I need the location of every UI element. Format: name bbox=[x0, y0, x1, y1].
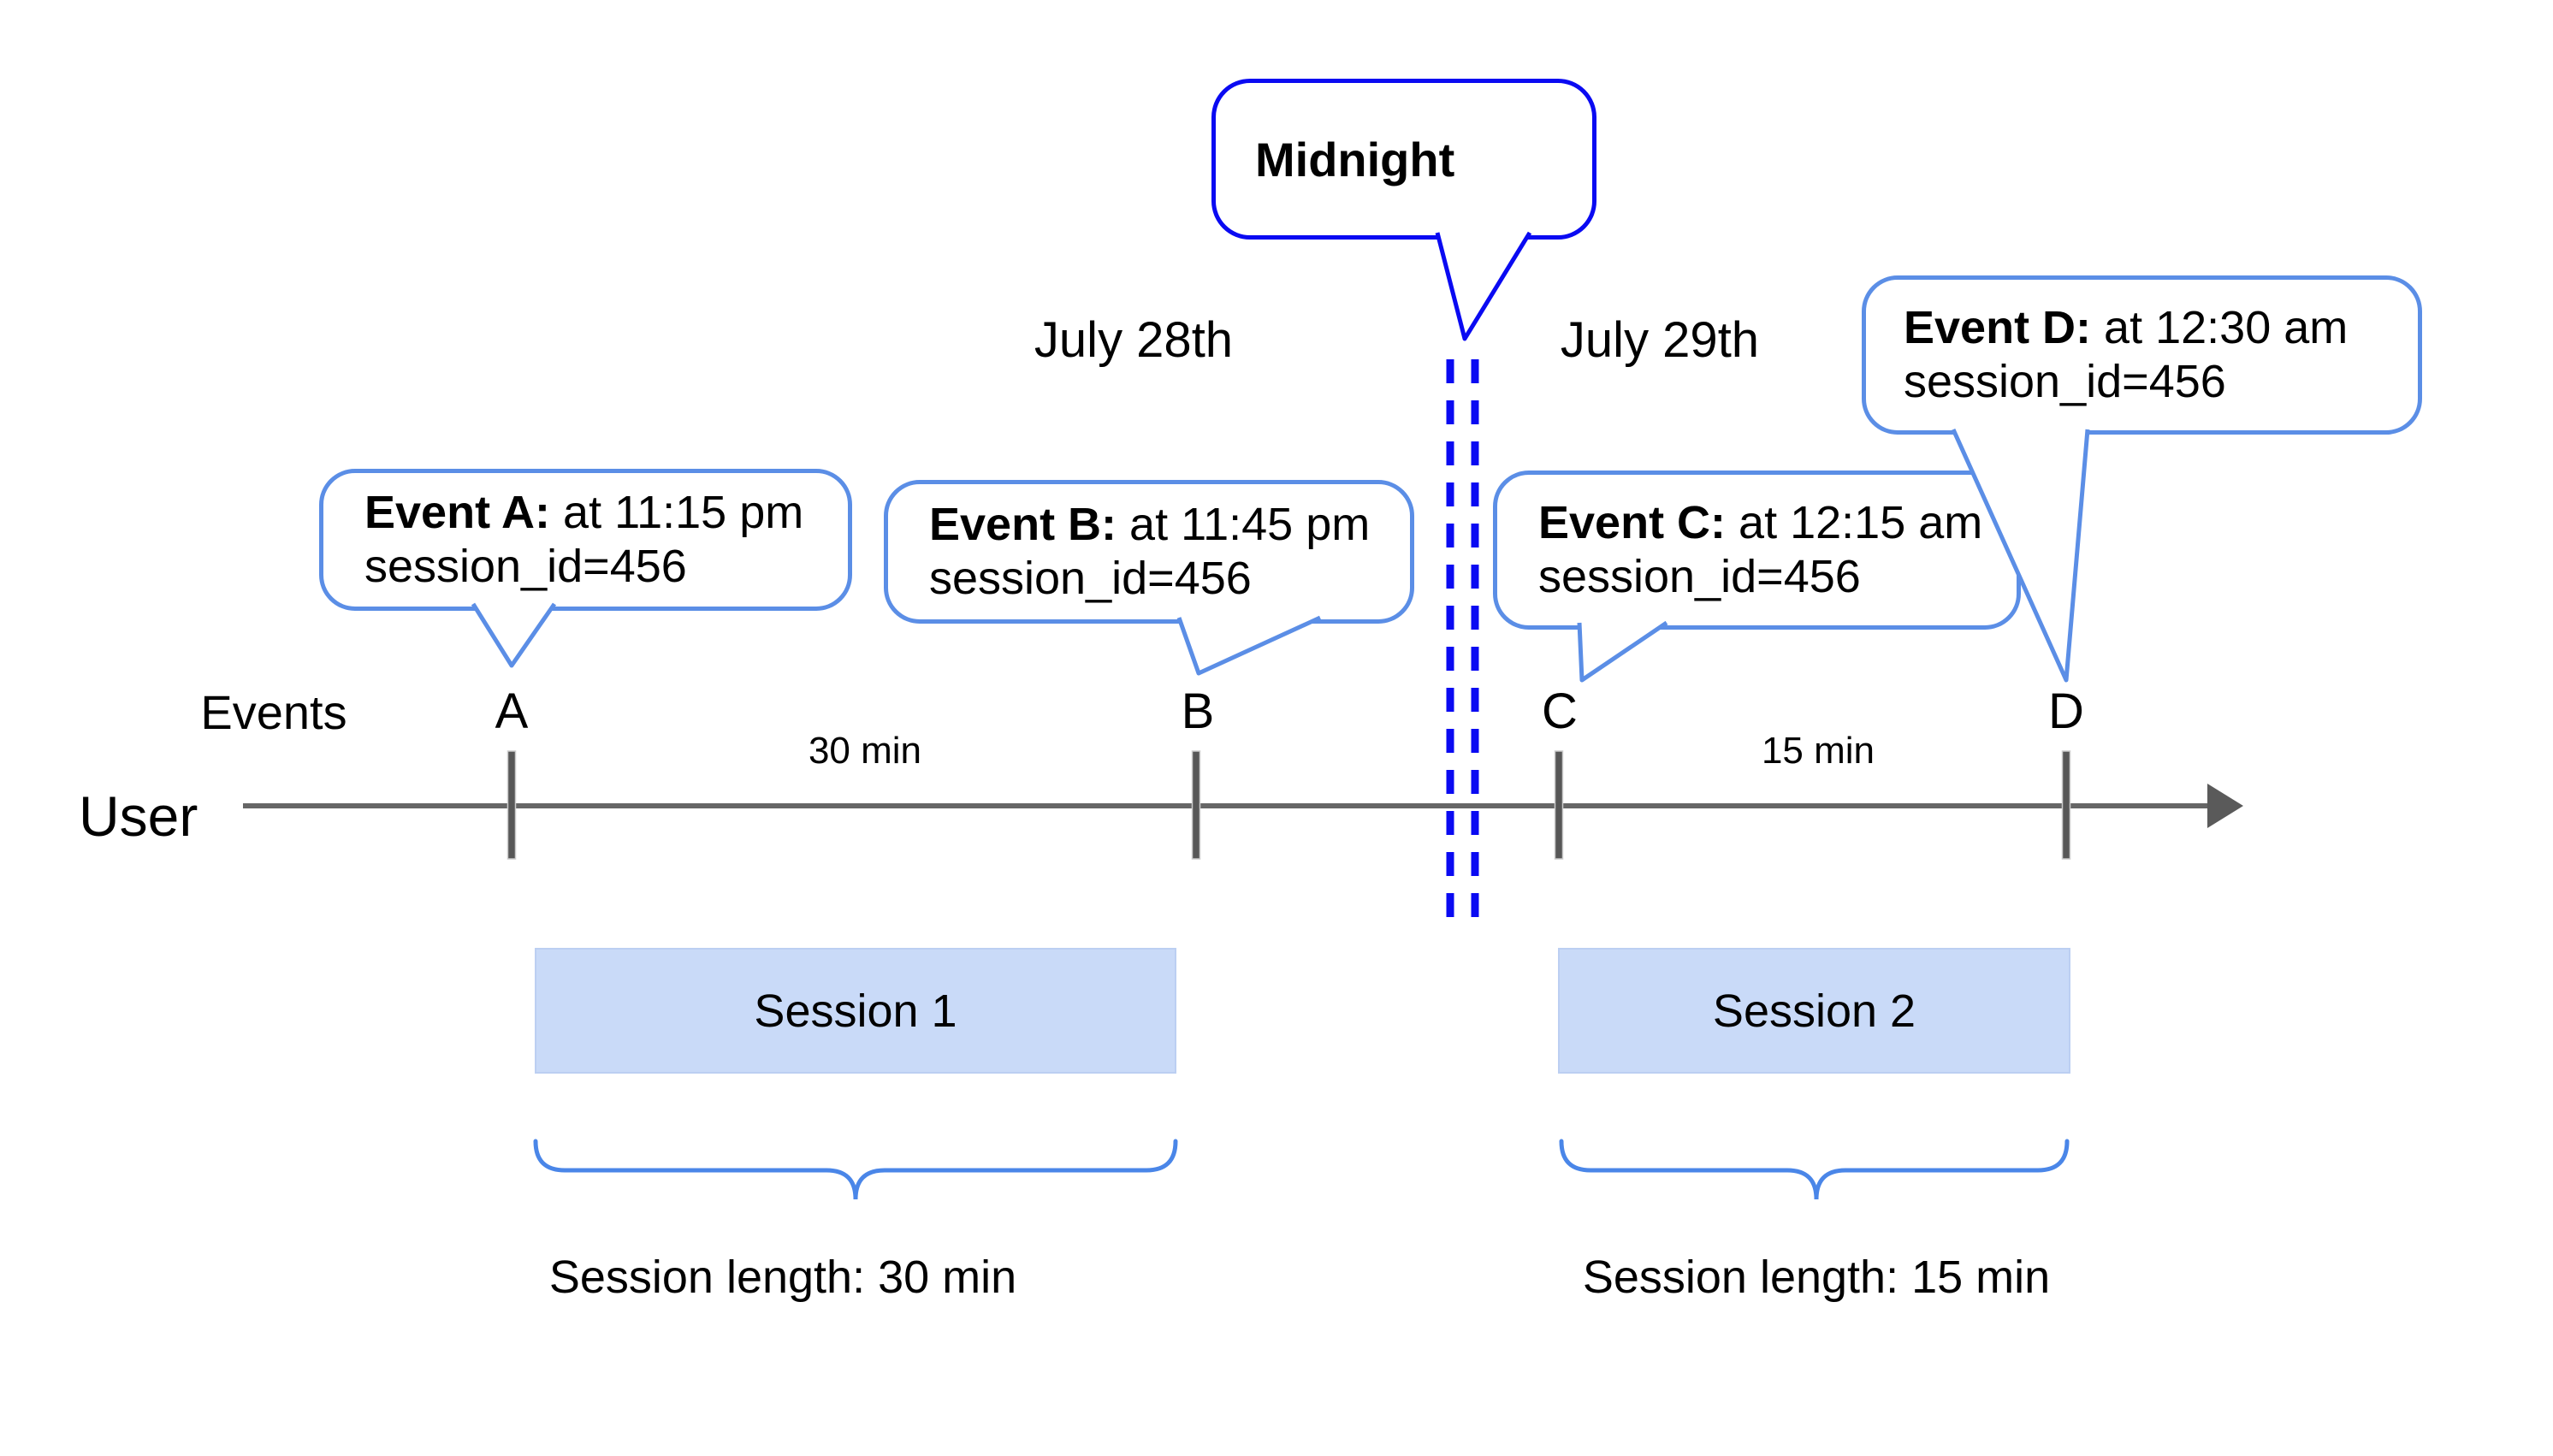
session2-brace bbox=[1559, 1139, 2070, 1200]
tick-a bbox=[506, 750, 517, 860]
event-a-callout-line1: Event A: at 11:15 pm bbox=[364, 487, 804, 538]
tick-letter-a: A bbox=[495, 684, 529, 739]
session2-box-label: Session 2 bbox=[1712, 985, 1916, 1037]
date-july-29: July 29th bbox=[1560, 312, 1760, 368]
event-c-callout: Event C: at 12:15 am session_id=456 bbox=[1493, 471, 2021, 630]
session2-box: Session 2 bbox=[1558, 948, 2070, 1074]
tick-letter-c: C bbox=[1542, 684, 1578, 739]
event-a-callout: Event A: at 11:15 pm session_id=456 bbox=[319, 469, 852, 611]
session2-length-label: Session length: 15 min bbox=[1582, 1252, 2051, 1303]
event-a-callout-line2: session_id=456 bbox=[364, 541, 687, 592]
tick-letter-b: B bbox=[1181, 684, 1215, 739]
event-d-callout-line1: Event D: at 12:30 am bbox=[1904, 302, 2349, 353]
midnight-callout-label: Midnight bbox=[1255, 132, 1455, 186]
interval-15min-label: 15 min bbox=[1761, 730, 1875, 772]
event-c-callout-line1: Event C: at 12:15 am bbox=[1538, 497, 1983, 548]
session1-brace bbox=[533, 1139, 1178, 1200]
event-d-callout-line2: session_id=456 bbox=[1904, 356, 2226, 407]
date-july-28: July 28th bbox=[1034, 312, 1234, 368]
midnight-callout: Midnight bbox=[1211, 79, 1596, 240]
tick-b bbox=[1191, 750, 1201, 860]
event-b-callout: Event B: at 11:45 pm session_id=456 bbox=[884, 480, 1414, 624]
user-axis-label: User bbox=[79, 784, 198, 848]
session1-length-label: Session length: 30 min bbox=[548, 1252, 1017, 1303]
timeline-arrowhead-icon bbox=[2207, 784, 2243, 828]
session1-box-label: Session 1 bbox=[754, 985, 957, 1037]
event-b-callout-line1: Event B: at 11:45 pm bbox=[929, 499, 1371, 550]
event-d-callout: Event D: at 12:30 am session_id=456 bbox=[1862, 275, 2422, 435]
event-b-callout-line2: session_id=456 bbox=[929, 553, 1252, 604]
event-c-callout-line2: session_id=456 bbox=[1538, 551, 1861, 602]
interval-30min-label: 30 min bbox=[808, 730, 922, 772]
events-axis-label: Events bbox=[200, 685, 347, 739]
tick-d bbox=[2061, 750, 2071, 860]
session1-box: Session 1 bbox=[535, 948, 1176, 1074]
tick-c bbox=[1554, 750, 1564, 860]
tick-letter-d: D bbox=[2048, 684, 2084, 739]
